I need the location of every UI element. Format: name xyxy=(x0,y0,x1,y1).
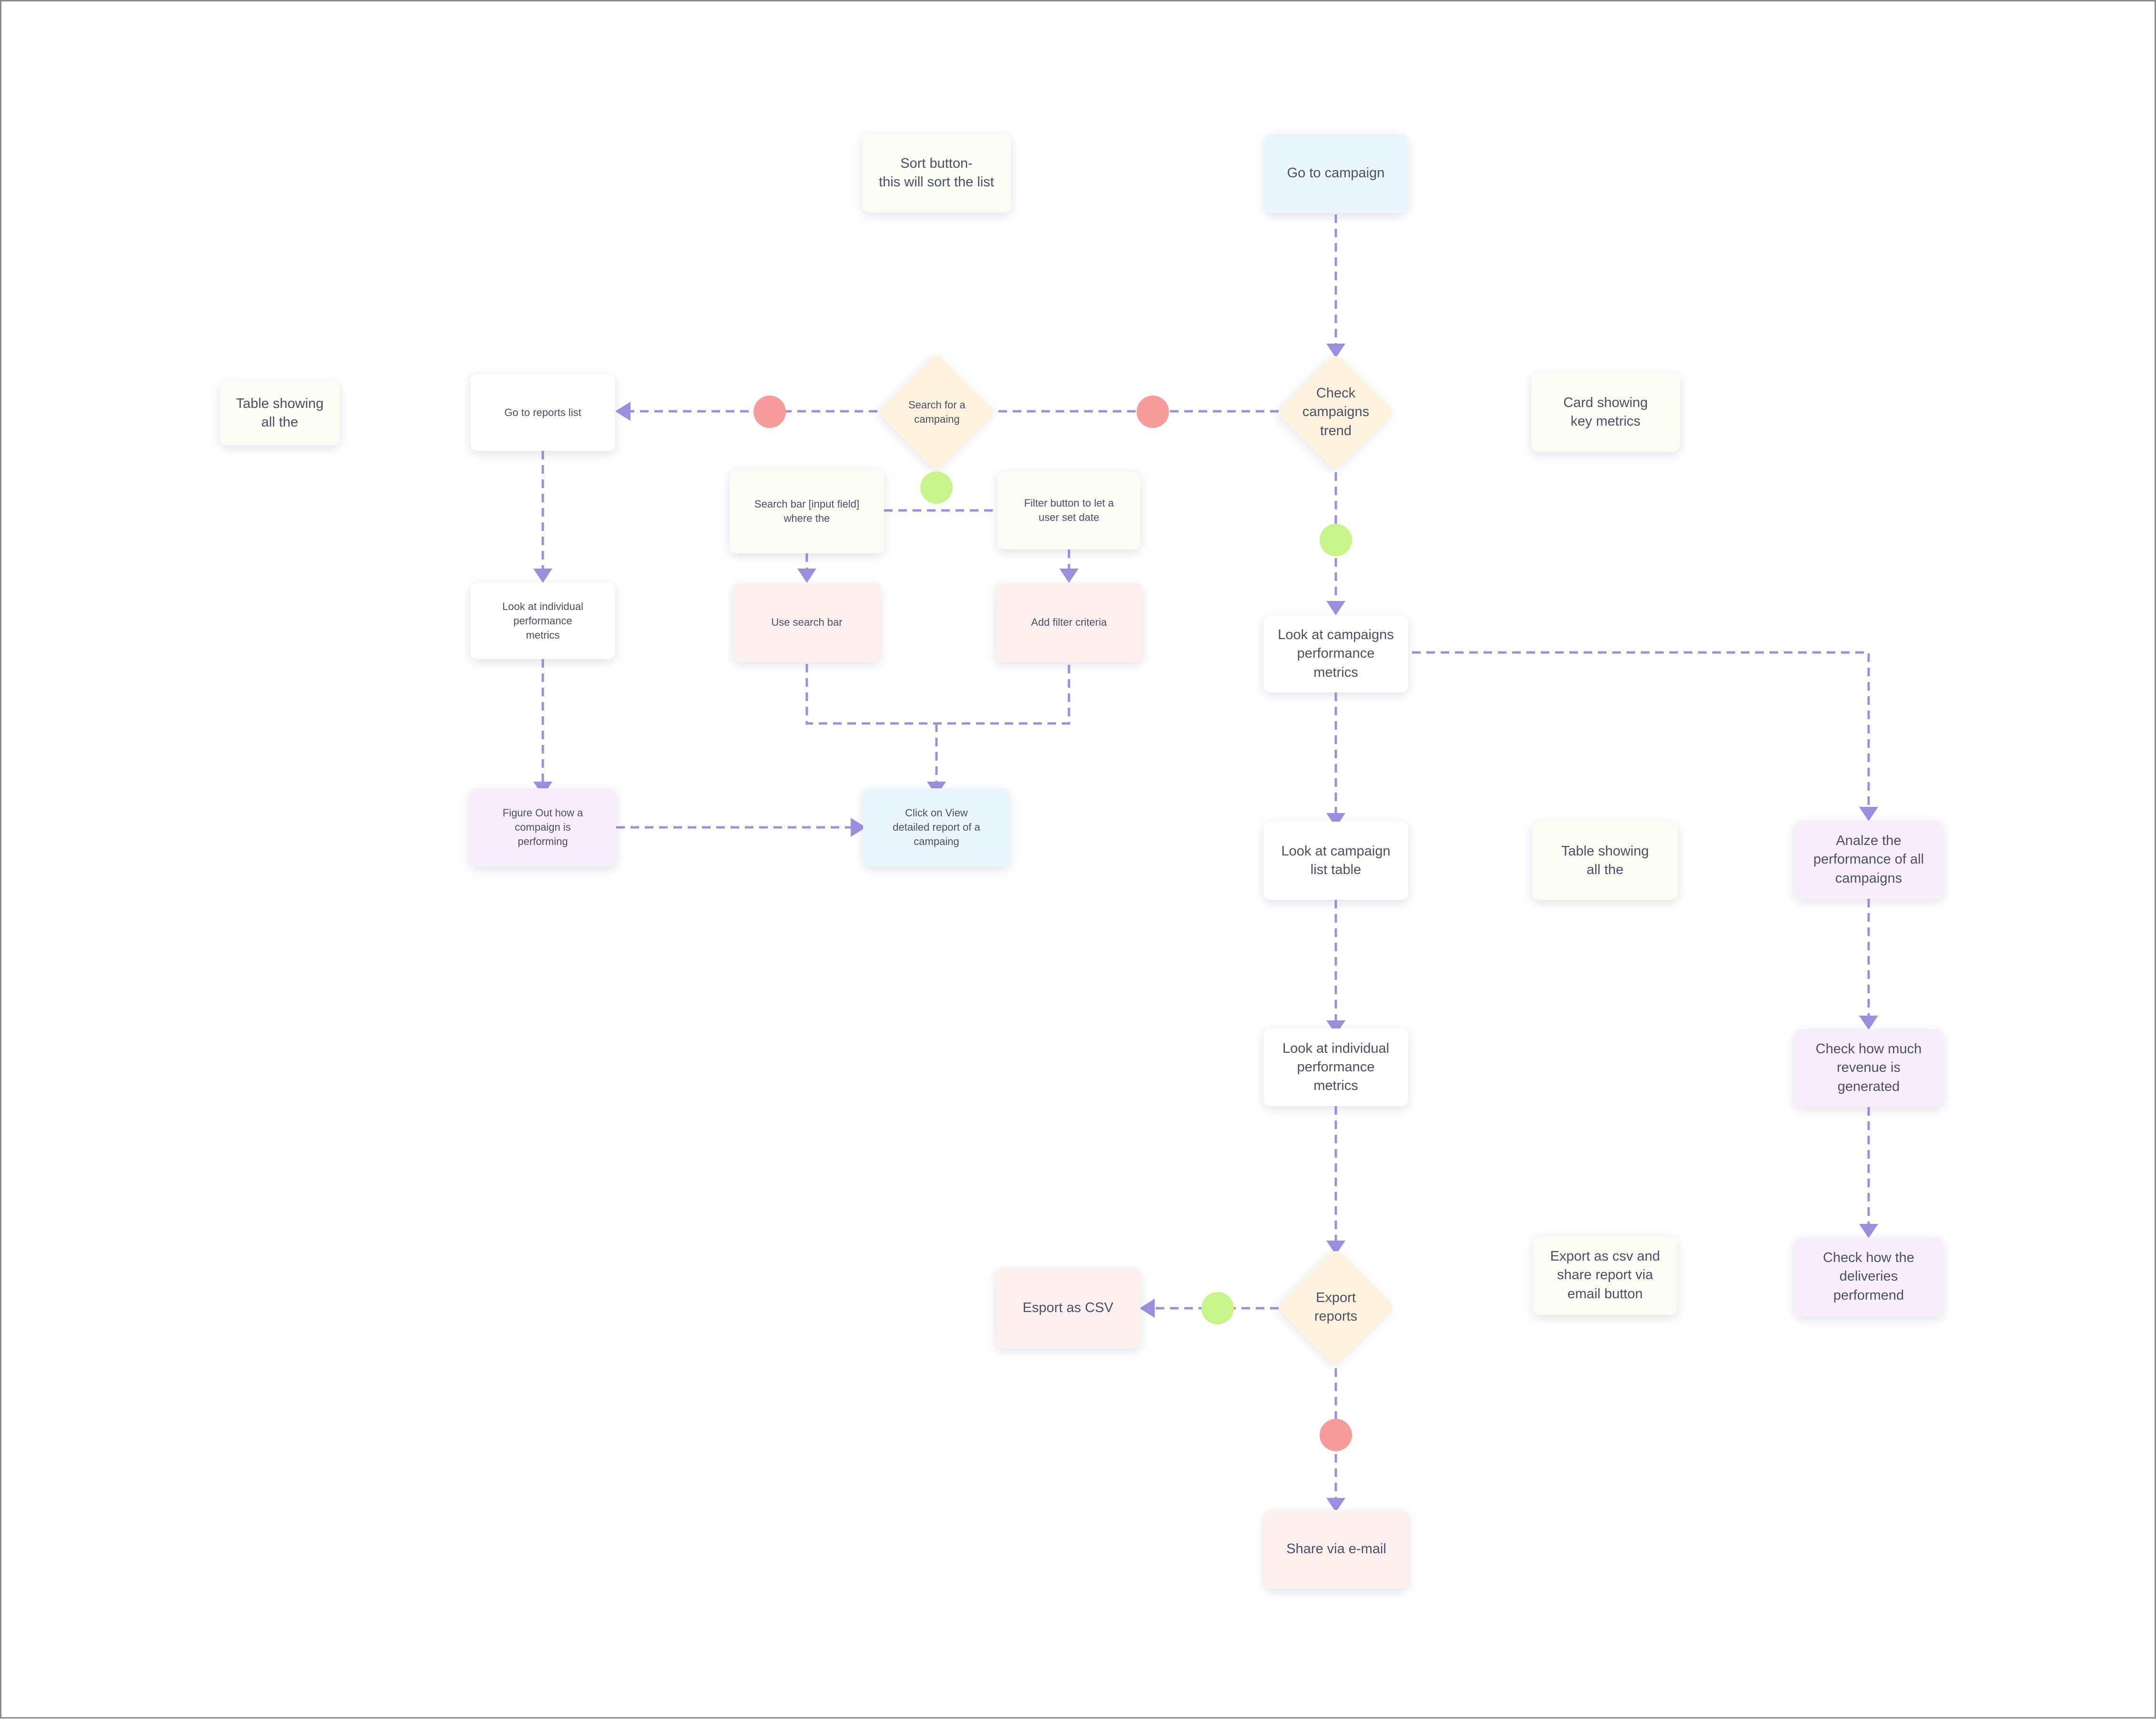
filter-button-note[interactable]: Filter button to let a user set date xyxy=(997,471,1140,550)
no-branch-dot xyxy=(753,396,786,428)
arrowhead xyxy=(851,818,866,837)
click-view-report-node[interactable]: Click on View detailed report of a campa… xyxy=(863,788,1010,866)
check-trend-decision-text: Check campaigns trend xyxy=(1302,386,1370,438)
arrowhead xyxy=(1326,1241,1345,1255)
arrowhead xyxy=(1059,569,1078,583)
export-note-text: Export as csv and share report via email… xyxy=(1550,1249,1660,1302)
share-via-email-text: Share via e-mail xyxy=(1286,1541,1386,1557)
figure-out-text: Figure Out how a compaign is performing xyxy=(502,807,583,847)
figure-out-node[interactable]: Figure Out how a compaign is performing xyxy=(469,788,616,866)
check-revenue-node[interactable]: Check how much revenue is generated xyxy=(1794,1029,1943,1107)
arrowhead xyxy=(1326,344,1345,358)
arrowhead xyxy=(615,402,631,421)
go-to-reports-list-text: Go to reports list xyxy=(504,406,581,418)
search-bar-note[interactable]: Search bar [input field] where the xyxy=(730,469,884,553)
arrowhead xyxy=(533,569,552,583)
look-individual-right-text: Look at individual performance metrics xyxy=(1282,1040,1390,1094)
arrowhead xyxy=(1859,1224,1878,1238)
go-to-campaign-text: Go to campaign xyxy=(1287,165,1385,181)
search-campaign-decision[interactable]: Search for a campaing xyxy=(875,350,999,474)
check-deliveries-text: Check how the deliveries performend xyxy=(1823,1250,1914,1303)
connector-usebar-merge xyxy=(805,664,1070,725)
export-csv-node[interactable]: Esport as CSV xyxy=(996,1268,1140,1348)
yes-branch-dot xyxy=(1201,1292,1234,1324)
export-note[interactable]: Export as csv and share report via email… xyxy=(1533,1236,1677,1315)
look-campaigns-performance-text: Look at campaigns performance metrics xyxy=(1278,627,1394,680)
look-campaigns-performance-node[interactable]: Look at campaigns performance metrics xyxy=(1263,615,1408,692)
no-branch-dot xyxy=(1137,396,1169,428)
arrowhead xyxy=(1326,1020,1345,1035)
arrowhead xyxy=(1859,807,1878,821)
look-campaign-table-text: Look at campaign list table xyxy=(1281,843,1391,877)
check-revenue-text: Check how much revenue is generated xyxy=(1815,1041,1922,1094)
look-individual-left-text: Look at individual performance metrics xyxy=(502,600,583,641)
add-filter-criteria-node[interactable]: Add filter criteria xyxy=(996,583,1142,662)
export-reports-decision[interactable]: Export reports xyxy=(1274,1245,1398,1369)
yes-branch-dot xyxy=(920,471,953,504)
export-reports-decision-text: Export reports xyxy=(1314,1290,1358,1324)
share-via-email-node[interactable]: Share via e-mail xyxy=(1264,1510,1408,1589)
card-note[interactable]: Card showing key metrics xyxy=(1531,373,1680,452)
look-individual-right-node[interactable]: Look at individual performance metrics xyxy=(1263,1028,1408,1106)
check-deliveries-node[interactable]: Check how the deliveries performend xyxy=(1794,1237,1943,1316)
use-search-bar-text: Use search bar xyxy=(771,616,843,629)
analyze-all-campaigns-text: Analze the performance of all campaigns xyxy=(1813,833,1924,886)
table-note-right[interactable]: Table showing all the xyxy=(1532,822,1678,900)
arrowhead xyxy=(1326,813,1345,827)
table-note-top-text: Table showing all the xyxy=(236,396,324,430)
no-branch-dot xyxy=(1320,1419,1352,1451)
add-filter-criteria-text: Add filter criteria xyxy=(1031,616,1107,629)
table-note-top[interactable]: Table showing all the xyxy=(220,381,340,445)
use-search-bar-node[interactable]: Use search bar xyxy=(733,583,880,662)
sort-button-note[interactable]: Sort button- this will sort the list xyxy=(862,133,1011,213)
go-to-reports-list-node[interactable]: Go to reports list xyxy=(470,374,615,451)
arrowhead xyxy=(1139,1299,1155,1318)
card-note-text: Card showing key metrics xyxy=(1563,395,1648,429)
filter-button-note-text: Filter button to let a user set date xyxy=(1024,497,1114,523)
connector-perf-to-analyze xyxy=(1412,651,1870,807)
go-to-campaign-node[interactable]: Go to campaign xyxy=(1264,134,1407,213)
sort-button-note-text: Sort button- this will sort the list xyxy=(879,155,994,190)
click-view-report-text: Click on View detailed report of a campa… xyxy=(893,807,980,847)
arrowhead xyxy=(1859,1016,1878,1030)
arrowhead xyxy=(1326,601,1345,615)
look-individual-left-node[interactable]: Look at individual performance metrics xyxy=(470,583,615,659)
search-campaign-decision-text: Search for a campaing xyxy=(908,399,966,425)
arrowhead xyxy=(797,569,816,583)
export-csv-text: Esport as CSV xyxy=(1022,1300,1114,1316)
arrowhead xyxy=(1326,1498,1345,1512)
look-campaign-table-node[interactable]: Look at campaign list table xyxy=(1263,822,1408,900)
table-note-right-text: Table showing all the xyxy=(1561,843,1649,877)
check-trend-decision[interactable]: Check campaigns trend xyxy=(1274,350,1398,474)
yes-branch-dot xyxy=(1320,524,1352,556)
search-bar-note-text: Search bar [input field] where the xyxy=(754,498,860,524)
analyze-all-campaigns-node[interactable]: Analze the performance of all campaigns xyxy=(1794,821,1943,899)
